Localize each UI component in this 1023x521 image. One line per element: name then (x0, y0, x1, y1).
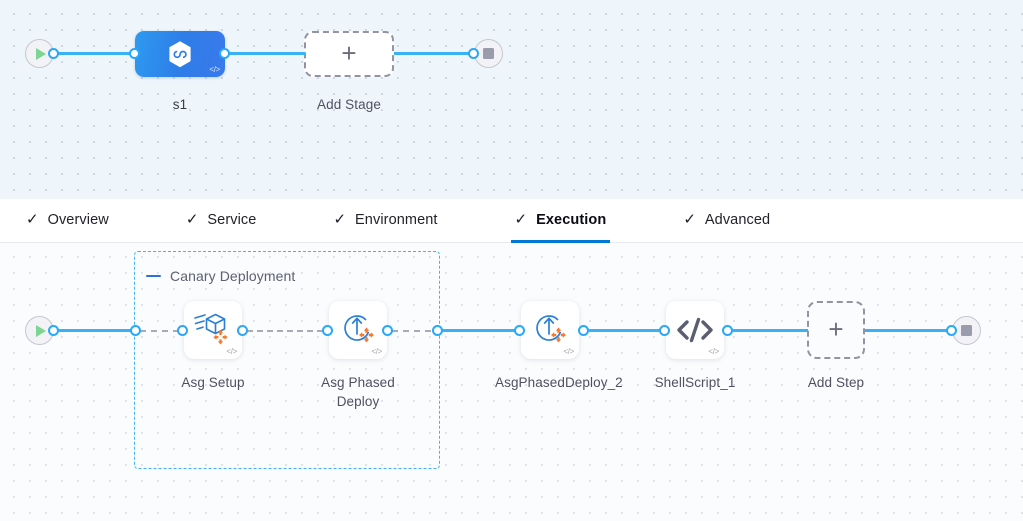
shellscript-code-badge[interactable]: </> (708, 347, 719, 356)
tab-advanced[interactable]: ✓ Advanced (679, 199, 774, 243)
execution-start-dot[interactable] (48, 325, 59, 336)
tab-service-label: Service (207, 211, 257, 228)
asg-phased-deploy-icon (536, 315, 566, 343)
group-entry-dot[interactable] (130, 325, 141, 336)
asgphaseddeploy2-output-dot[interactable] (578, 325, 589, 336)
shellscript-output-dot[interactable] (722, 325, 733, 336)
connector-phaseddeploy-to-groupexit (392, 330, 431, 332)
stage-input-dot[interactable] (129, 48, 140, 59)
shellscript-input-dot[interactable] (659, 325, 670, 336)
tab-overview-label: Overview (47, 211, 109, 228)
asg-setup-icon (194, 313, 228, 345)
step-label-asg-setup: Asg Setup (181, 375, 245, 390)
tab-environment[interactable]: ✓ Environment (329, 199, 441, 243)
asg-phased-deploy-output-dot[interactable] (382, 325, 393, 336)
connector-start-to-stage (55, 52, 137, 55)
connector-addstep-to-end (865, 329, 951, 332)
code-icon (677, 317, 713, 343)
tab-overview[interactable]: ✓ Overview (22, 199, 113, 243)
step-label-shellscript-1: ShellScript_1 (654, 375, 736, 390)
connector-asgphaseddeploy2-to-shellscript (584, 329, 662, 332)
step-group-canary-deployment[interactable] (134, 251, 440, 469)
step-node-shellscript-1[interactable]: </> (666, 301, 724, 359)
plus-icon: + (341, 37, 357, 68)
asg-phased-deploy-code-badge[interactable]: </> (371, 347, 382, 356)
connector-stage-to-addstage (225, 52, 305, 55)
asg-phased-deploy-2-code-badge[interactable]: </> (563, 347, 574, 356)
tab-environment-label: Environment (355, 211, 438, 228)
stage-canvas[interactable]: </> s1 + Add Stage (0, 0, 1023, 199)
connector-asgsetup-to-phaseddeploy (247, 330, 323, 332)
stage-tabs: ✓ Overview ✓ Service ✓ Environment ✓ Exe… (0, 199, 1023, 243)
tab-service[interactable]: ✓ Service (182, 199, 261, 243)
connector-groupexit-to-asgphaseddeploy2 (438, 329, 516, 332)
tab-execution[interactable]: ✓ Execution (510, 199, 611, 243)
asgphaseddeploy2-input-dot[interactable] (514, 325, 525, 336)
step-group-header[interactable]: Canary Deployment (146, 268, 295, 284)
stop-square (483, 48, 494, 59)
add-stage-button[interactable]: + (304, 31, 394, 77)
check-icon: ✓ (185, 211, 199, 228)
asg-setup-code-badge[interactable]: </> (226, 347, 237, 356)
group-exit-dot[interactable] (432, 325, 443, 336)
plus-icon: + (828, 313, 844, 344)
tab-advanced-label: Advanced (704, 211, 771, 228)
check-icon: ✓ (514, 211, 528, 228)
play-triangle (36, 324, 46, 337)
step-node-asg-phased-deploy[interactable]: </> (329, 301, 387, 359)
asg-phased-deploy-icon (344, 315, 374, 343)
connector-addstage-to-end (394, 52, 476, 55)
tab-execution-label: Execution (536, 211, 607, 228)
step-group-title: Canary Deployment (170, 268, 296, 284)
add-stage-label: Add Stage (317, 97, 381, 112)
asg-setup-input-dot[interactable] (177, 325, 188, 336)
execution-end-dot[interactable] (946, 325, 957, 336)
stage-output-dot[interactable] (219, 48, 230, 59)
stage-label-s1: s1 (172, 97, 188, 112)
stop-square (961, 325, 972, 336)
stage-node-s1[interactable]: </> (135, 31, 225, 77)
check-icon: ✓ (333, 211, 347, 228)
asg-phased-deploy-input-dot[interactable] (322, 325, 333, 336)
step-label-asg-phased-deploy-2: AsgPhasedDeploy_2 (495, 375, 623, 390)
deployment-hexagon-icon (169, 40, 191, 67)
play-triangle (36, 47, 46, 60)
add-step-button[interactable]: + (807, 301, 865, 359)
step-node-asg-setup[interactable]: </> (184, 301, 242, 359)
connector-start-to-group (55, 329, 133, 332)
connector-groupentry-to-asgsetup (140, 330, 179, 332)
check-icon: ✓ (683, 211, 696, 228)
add-step-label: Add Step (807, 375, 865, 390)
check-icon: ✓ (26, 211, 39, 228)
start-connector-dot[interactable] (48, 48, 59, 59)
minus-icon[interactable] (146, 274, 161, 278)
asg-setup-output-dot[interactable] (237, 325, 248, 336)
end-connector-dot[interactable] (468, 48, 479, 59)
execution-canvas[interactable]: Canary Deployment (0, 243, 1023, 521)
step-node-asg-phased-deploy-2[interactable]: </> (521, 301, 579, 359)
stage-code-badge[interactable]: </> (209, 65, 220, 74)
step-label-asg-phased-deploy: Asg Phased Deploy (321, 375, 395, 409)
connector-shellscript-to-addstep (728, 329, 808, 332)
